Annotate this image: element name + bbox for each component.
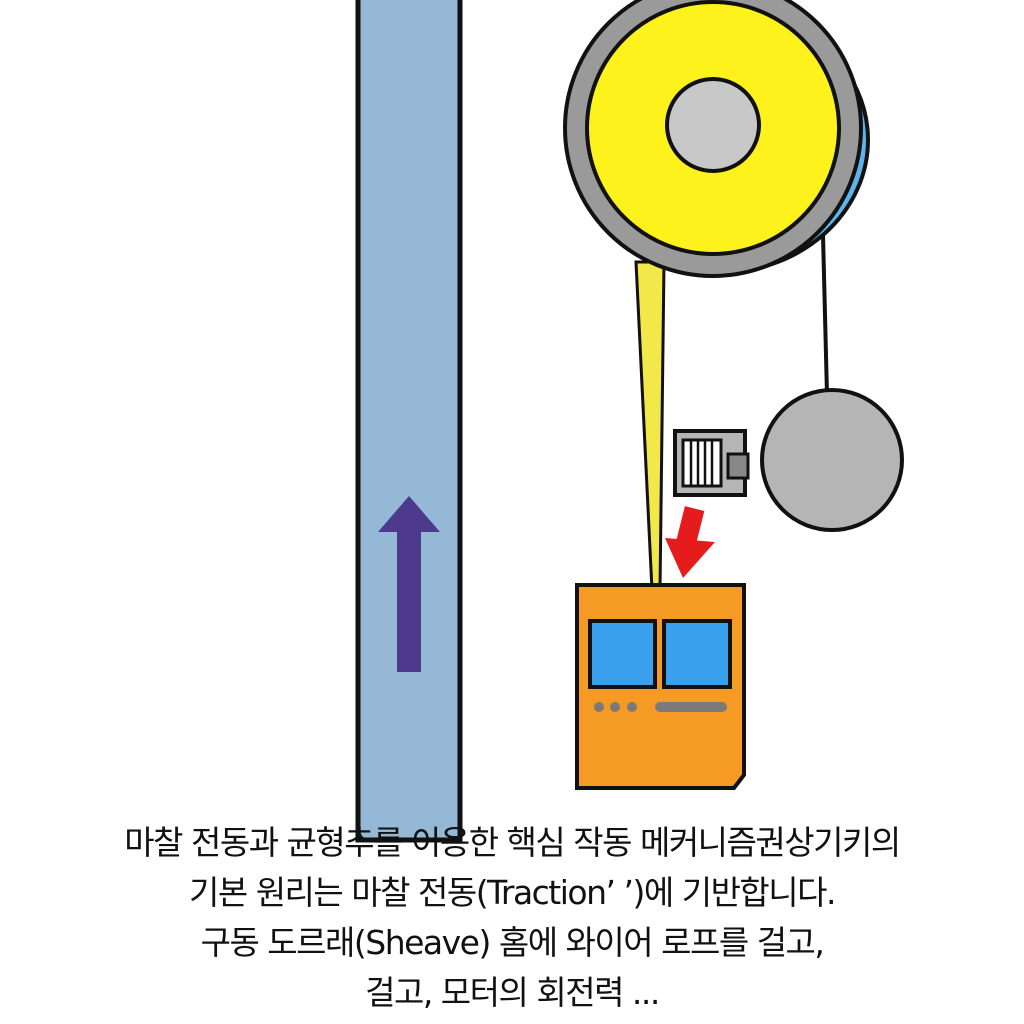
caption-line-1: 마찰 전동과 균형추를 이용한 핵심 작동 메커니즘권상기키의	[124, 823, 901, 862]
arrow-down-icon	[665, 506, 715, 578]
caption-line-2: 기본 원리는 마찰 전동(Traction’ ’)에 기반합니다.	[188, 873, 837, 912]
motor-icon	[673, 429, 750, 497]
caption-line-4: 걸고, 모터의 회전력 ...	[365, 973, 660, 1012]
hoist-rope-car-side	[634, 260, 666, 592]
caption-text: 마찰 전동과 균형추를 이용한 핵심 작동 메커니즘권상기키의 기본 원리는 마…	[0, 818, 1024, 1018]
counterweight-icon	[760, 388, 904, 532]
hoistway-shaft	[355, 0, 463, 843]
elevator-car-icon	[575, 583, 746, 790]
traction-sheave-icon	[563, 0, 870, 278]
caption-line-3: 구동 도르래(Sheave) 홈에 와이어 로프를 걸고,	[200, 923, 825, 962]
arrow-up-icon	[378, 496, 440, 672]
hoist-rope-counterweight-side	[821, 234, 829, 396]
